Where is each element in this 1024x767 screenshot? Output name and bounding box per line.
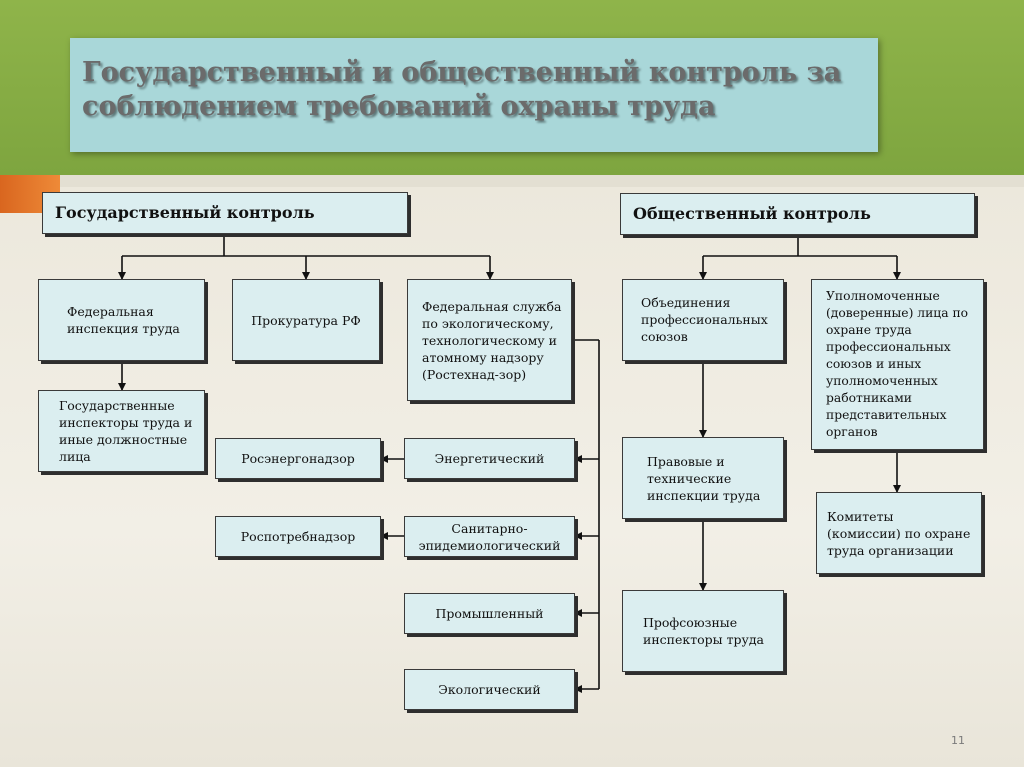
energy-box: Энергетический [404, 438, 575, 479]
slide-title: Государственный и общественный контроль … [82, 57, 842, 122]
committees-box: Комитеты (комиссии) по охране труда орга… [816, 492, 982, 574]
rostekhnadzor-box: Федеральная служба по экологическому, те… [407, 279, 572, 401]
title-banner: Государственный и общественный контроль … [70, 38, 878, 152]
state-control-header: Государственный контроль [42, 192, 408, 234]
public-control-header: Общественный контроль [620, 193, 975, 235]
ecological-box: Экологический [404, 669, 575, 710]
sanitary-box: Санитарно-эпидемиологический [404, 516, 575, 557]
rospotrebnadzor-box: Роспотребнадзор [215, 516, 381, 557]
prosecutor-box: Прокуратура РФ [232, 279, 380, 361]
unions-box: Объединения профессиональных союзов [622, 279, 784, 361]
rosenergonadzor-box: Росэнергонадзор [215, 438, 381, 479]
page-number: 11 [951, 734, 965, 747]
legal-inspections-box: Правовые и технические инспекции труда [622, 437, 784, 519]
industrial-box: Промышленный [404, 593, 575, 634]
authorized-persons-box: Уполномоченные (доверенные) лица по охра… [811, 279, 984, 450]
state-inspectors-box: Государственные инспекторы труда и иные … [38, 390, 205, 472]
union-inspectors-box: Профсоюзные инспекторы труда [622, 590, 784, 672]
background-stripe [60, 175, 1024, 187]
federal-inspection-box: Федеральная инспекция труда [38, 279, 205, 361]
